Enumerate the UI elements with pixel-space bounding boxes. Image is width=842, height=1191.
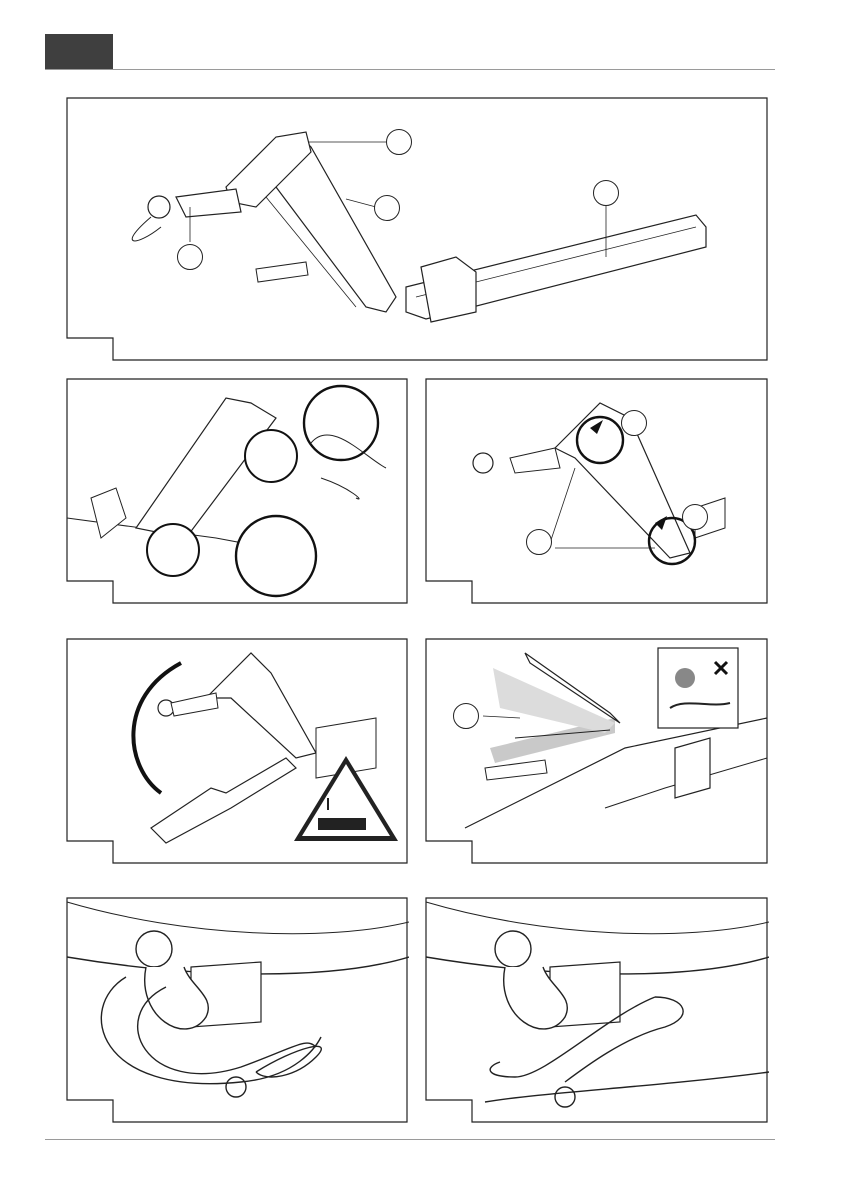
callout-circle	[593, 180, 619, 206]
figure-3-locking	[425, 378, 769, 604]
figure-2-drawing	[66, 378, 409, 604]
hand-crush-warning-icon	[294, 756, 398, 841]
no-loose-cables-icon	[658, 648, 738, 728]
figure-4-swivel	[66, 638, 409, 864]
figure-4-drawing	[66, 638, 409, 864]
figure-1-drawing	[66, 97, 769, 361]
callout-circle	[621, 410, 647, 436]
header-rule	[45, 69, 775, 70]
figure-5-handle	[425, 638, 769, 864]
magnifier-detail-icon	[304, 386, 378, 460]
callout-circle	[526, 529, 552, 555]
footer-rule	[45, 1139, 775, 1140]
callout-circle	[682, 504, 708, 530]
figure-2-detail-views	[66, 378, 409, 604]
callout-circle	[177, 244, 203, 270]
callout-circle	[386, 129, 412, 155]
callout-circle	[453, 703, 479, 729]
figure-3-drawing	[425, 378, 769, 604]
figure-7-drawing	[425, 897, 769, 1123]
figure-6-drawing	[66, 897, 409, 1123]
figure-7-cable-loop-b	[425, 897, 769, 1123]
figure-5-drawing	[425, 638, 769, 864]
figure-1-towbar-overview	[66, 97, 769, 361]
callout-circle	[374, 195, 400, 221]
figure-6-cable-loop-a	[66, 897, 409, 1123]
header-tab	[45, 34, 113, 69]
